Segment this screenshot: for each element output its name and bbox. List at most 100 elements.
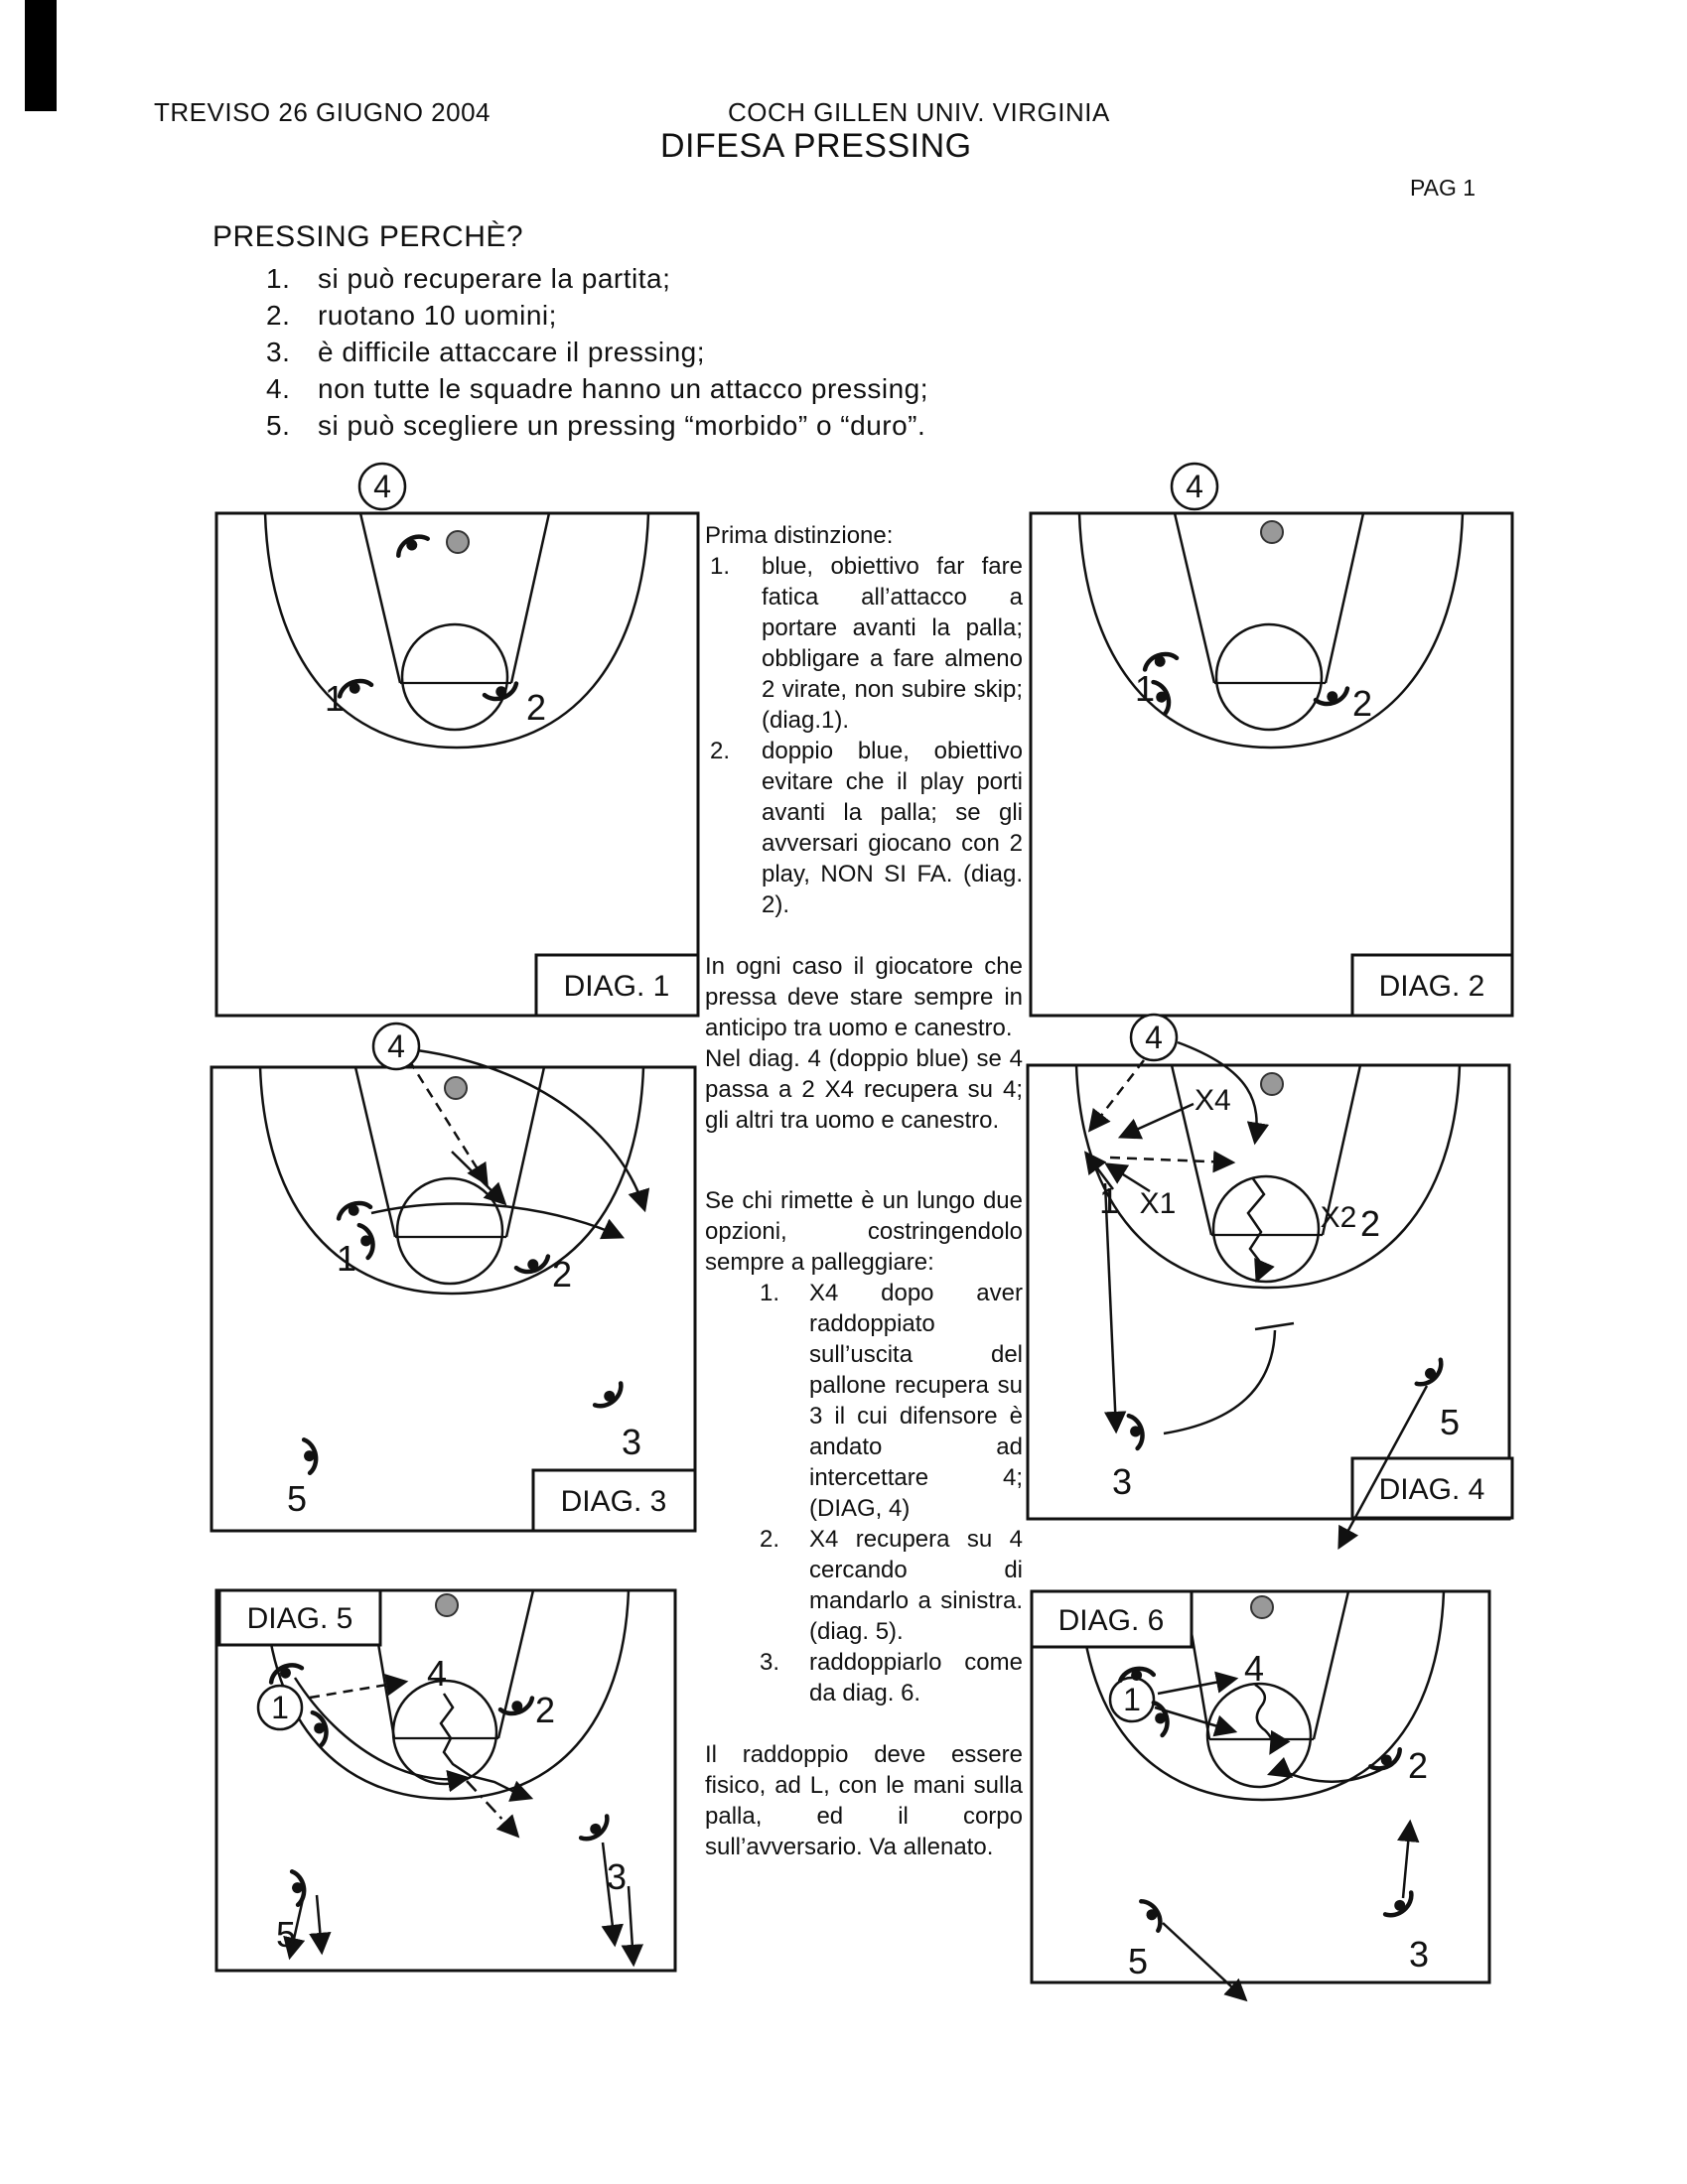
page-number: PAG 1 (1410, 175, 1476, 201)
defender-marker (1415, 1358, 1447, 1390)
paragraph: Se chi rimette è un lungo due opzioni, c… (705, 1187, 1023, 1276)
paragraph-title: Prima distinzione: (705, 522, 894, 549)
ball-icon (444, 1076, 468, 1100)
diagram-label: DIAG. 5 (247, 1602, 353, 1635)
diagram-label: DIAG. 1 (564, 970, 670, 1003)
list-item: 1. si può recuperare la partita; (266, 260, 928, 297)
diagram-6-label-box: DIAG. 6 (1030, 1589, 1194, 1649)
list-item: 1.blue, obiettivo far fare fatica all’at… (705, 551, 1023, 736)
defender-marker (515, 1254, 551, 1277)
intro-heading: PRESSING PERCHÈ? (212, 220, 524, 253)
defender-marker (579, 1814, 613, 1844)
player-label: 5 (287, 1478, 307, 1519)
list-item-number: 3. (760, 1649, 780, 1676)
ball-icon (435, 1593, 459, 1617)
diagram-6-playmaker: 1 (1108, 1676, 1156, 1723)
scan-artifact-bar (25, 0, 57, 111)
defender-marker (1119, 1666, 1155, 1684)
list-item-text: si può recuperare la partita; (318, 263, 671, 294)
diagram-1-inbounder: 4 (357, 462, 407, 511)
list-item-number: 2. (710, 738, 731, 764)
list-item: 3.è difficile attaccare il pressing; (266, 334, 928, 370)
defender-marker (1151, 1701, 1171, 1736)
player-label: 2 (1408, 1745, 1428, 1786)
list-item-text: doppio blue, obiettivo evitare che il pl… (762, 738, 1023, 918)
list-item: 5. si può scegliere un pressing “morbido”… (266, 407, 928, 444)
page-title: DIFESA PRESSING (660, 127, 972, 165)
player-label: X4 (1195, 1084, 1231, 1117)
player-label: 4 (373, 469, 391, 504)
diagram-3-court (210, 1065, 697, 1533)
player-label: 5 (1128, 1941, 1148, 1981)
player-label: X2 (1321, 1201, 1357, 1234)
player-label: 2 (535, 1690, 555, 1730)
defender-marker (1383, 1890, 1417, 1921)
player-label: 5 (276, 1914, 296, 1955)
header-coach: COCH GILLEN UNIV. VIRGINIA (728, 97, 1110, 127)
paragraph: In ogni caso il giocatore che pressa dev… (705, 953, 1023, 1041)
diagram-label: DIAG. 3 (561, 1485, 667, 1518)
list-item: 1.X4 dopo aver raddoppiato sull’uscita d… (760, 1278, 1023, 1524)
player-label: 3 (1409, 1934, 1429, 1975)
center-text-column: Prima distinzione: 1.blue, obiettivo far… (705, 520, 1023, 1862)
defender-marker (484, 681, 519, 704)
defender-marker (267, 1660, 303, 1685)
defender-marker (1126, 1414, 1146, 1449)
diagram-4-label-box: DIAG. 4 (1350, 1456, 1514, 1520)
list-item-text: si può scegliere un pressing “morbido” o… (318, 410, 926, 441)
defender-marker (310, 1710, 330, 1746)
player-label: 4 (1244, 1648, 1264, 1689)
defender-marker (1369, 1747, 1404, 1774)
distinzione-list: 1.blue, obiettivo far fare fatica all’at… (705, 551, 1023, 920)
diagram-3-label-box: DIAG. 3 (531, 1468, 697, 1533)
defender-marker (301, 1438, 319, 1474)
diagram-5-label-box: DIAG. 5 (217, 1588, 382, 1647)
diagram-3-inbounder: 4 (371, 1022, 421, 1071)
player-label: 1 (1099, 1180, 1119, 1221)
list-item-text: raddoppiarlo come da diag. 6. (809, 1649, 1023, 1706)
list-item: 2.X4 recupera su 4 cercando di mandarlo … (760, 1524, 1023, 1647)
list-item-text: è difficile attaccare il pressing; (318, 337, 705, 367)
ball-icon (446, 530, 470, 554)
player-label: 3 (622, 1422, 641, 1462)
player-label: X1 (1140, 1187, 1177, 1220)
defender-marker (499, 1696, 535, 1718)
player-label: 4 (427, 1653, 447, 1694)
player-label: 4 (1186, 469, 1203, 504)
paragraph: Nel diag. 4 (doppio blue) se 4 passa a 2… (705, 1045, 1023, 1134)
list-item: 3. raddoppiarlo come da diag. 6. (760, 1647, 1023, 1708)
opzioni-list: 1.X4 dopo aver raddoppiato sull’uscita d… (760, 1278, 1023, 1708)
list-item-text: non tutte le squadre hanno un attacco pr… (318, 373, 929, 404)
list-item-text: blue, obiettivo far fare fatica all’atta… (762, 553, 1023, 734)
intro-list: 1. si può recuperare la partita; 2.ruotan… (266, 260, 928, 444)
diagram-2-inbounder: 4 (1170, 462, 1219, 511)
player-label: 4 (387, 1028, 405, 1064)
cut-arrow (1337, 1385, 1429, 1550)
ball-icon (1260, 520, 1284, 544)
player-label: 2 (526, 687, 546, 728)
ball-icon (1250, 1595, 1274, 1619)
diagram-6-actions (1154, 1671, 1420, 2002)
player-label: 1 (337, 1238, 356, 1279)
defender-marker (1315, 686, 1350, 709)
diagram-5-court (214, 1588, 677, 1973)
diagram-1-label-box: DIAG. 1 (534, 953, 700, 1018)
list-item-text: ruotano 10 uomini; (318, 300, 557, 331)
diagram-label: DIAG. 4 (1379, 1473, 1485, 1506)
defender-marker (337, 677, 372, 700)
defender-marker (1139, 1897, 1166, 1932)
list-item: 2.ruotano 10 uomini; (266, 297, 928, 334)
list-item-number: 5. (266, 410, 291, 441)
defender-marker (1151, 679, 1174, 715)
diagram-4-court (1026, 1063, 1511, 1521)
diagram-5-playmaker: 1 (256, 1684, 304, 1731)
header-date: TREVISO 26 GIUGNO 2004 (154, 97, 492, 127)
diagram-2-label-box: DIAG. 2 (1350, 953, 1514, 1018)
list-item-number: 1. (266, 263, 291, 294)
player-label: 2 (1352, 683, 1372, 724)
paragraph: Il raddoppio deve essere fisico, ad L, c… (705, 1741, 1023, 1860)
arrowhead (1267, 1757, 1293, 1778)
list-item-number: 4. (266, 373, 291, 404)
list-item-number: 1. (760, 1280, 780, 1306)
